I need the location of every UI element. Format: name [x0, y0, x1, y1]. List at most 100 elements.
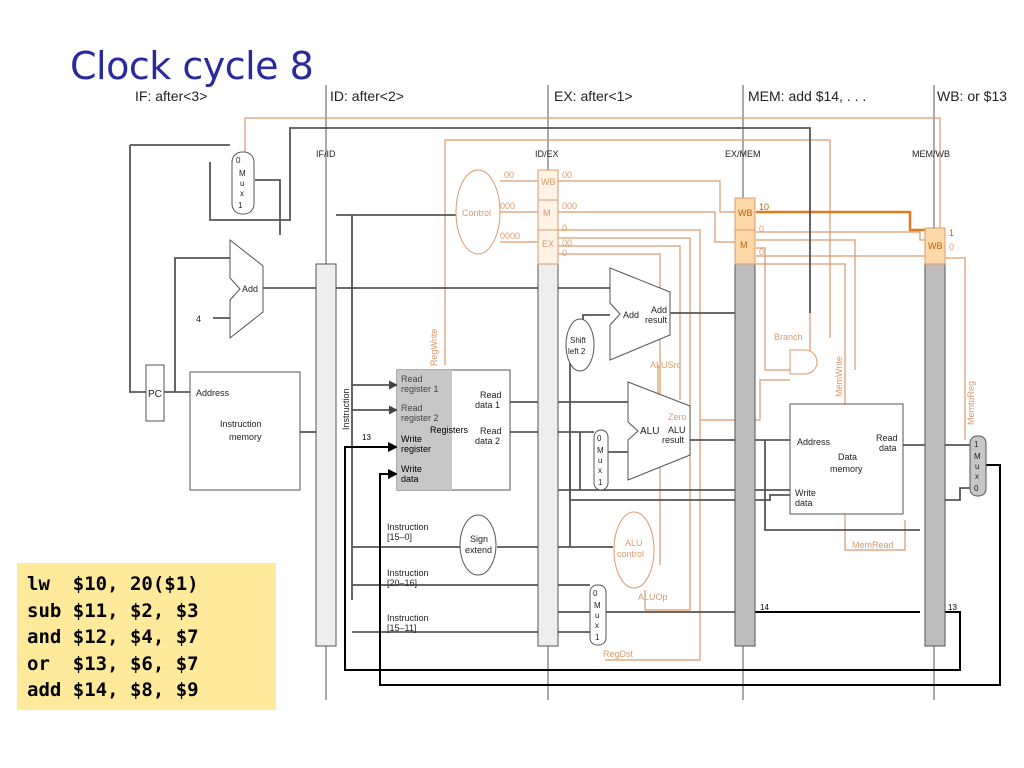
idex-label: ID/EX	[535, 149, 559, 159]
alusrc-label: ALUSrc	[650, 360, 682, 370]
svg-text:data 2: data 2	[475, 436, 500, 446]
memwb-wb-field: WB	[928, 241, 943, 251]
idex-ex-value: 0000	[500, 231, 520, 241]
idex-wb-value: 00	[504, 170, 514, 180]
svg-text:Shift: Shift	[570, 336, 587, 345]
svg-text:result: result	[662, 435, 685, 445]
pc-register: PC	[145, 364, 165, 422]
instruction-label: Instruction	[341, 388, 351, 430]
regwrite-label: RegWrite	[429, 329, 439, 366]
pipeline-register-labels: IF/ID ID/EX EX/MEM MEM/WB	[316, 149, 950, 159]
code-line: or $13, $6, $7	[27, 652, 199, 675]
stage-mem-label: MEM: add $14, . . .	[748, 88, 866, 104]
svg-text:Write: Write	[401, 434, 422, 444]
memwrite-label: MemWrite	[834, 356, 844, 397]
svg-text:register: register	[401, 444, 431, 454]
idex-m-value: 000	[500, 201, 515, 211]
svg-text:Read: Read	[480, 390, 502, 400]
idex-control-block	[537, 169, 559, 265]
control-wiring	[244, 117, 966, 661]
idex-wb-field: WB	[541, 177, 556, 187]
pc-adder: Add	[229, 238, 264, 340]
svg-text:M: M	[239, 169, 246, 178]
svg-text:[15–0]: [15–0]	[387, 532, 412, 542]
control-unit: Control	[455, 169, 501, 255]
svg-text:Address: Address	[797, 437, 831, 447]
idex-register	[537, 263, 559, 647]
svg-text:Sign: Sign	[470, 534, 488, 544]
ex-value-c: 0	[562, 248, 567, 258]
branch-and-gate	[789, 349, 818, 375]
alu-control: ALU control	[613, 511, 655, 589]
svg-text:Registers: Registers	[430, 425, 469, 435]
active-writeback-signal	[756, 210, 925, 232]
svg-text:memory: memory	[229, 432, 262, 442]
reg-number-13: 13	[362, 433, 371, 442]
alu: ALU ALU result Zero	[627, 381, 691, 481]
svg-text:control: control	[617, 549, 644, 559]
svg-text:[15–11]: [15–11]	[387, 623, 416, 633]
memtoreg-mux: 1 M u x 0	[969, 435, 987, 497]
svg-text:0: 0	[593, 589, 598, 598]
datapath-wiring	[129, 127, 970, 633]
svg-text:M: M	[597, 446, 604, 455]
svg-text:x: x	[240, 189, 244, 198]
exmem-label: EX/MEM	[725, 149, 761, 159]
svg-text:0: 0	[974, 484, 979, 493]
data-memory: Address Data memory Read data Write data	[789, 403, 904, 515]
exmem-register	[734, 263, 756, 647]
svg-text:ALU: ALU	[668, 425, 686, 435]
wb-value-1: 1	[949, 228, 954, 238]
instruction-memory: Address Instruction memory	[189, 371, 301, 491]
svg-text:data: data	[879, 443, 897, 453]
exmem-wb-value: 10	[759, 202, 769, 212]
mem-value-b: 0	[759, 247, 764, 257]
mem-value-a: 0	[759, 224, 764, 234]
code-line: sub $11, $2, $3	[27, 599, 199, 622]
pc-mux: 0 M u x 1	[231, 151, 255, 215]
writeback-path	[344, 442, 1001, 686]
svg-text:1: 1	[598, 478, 603, 487]
svg-text:memory: memory	[830, 464, 863, 474]
svg-text:Address: Address	[196, 388, 230, 398]
alusrc-mux: 0 M u x 1	[593, 429, 609, 491]
sign-extend: Sign extend	[459, 514, 497, 576]
memread-label: MemRead	[852, 540, 894, 550]
memwb-label: MEM/WB	[912, 149, 950, 159]
code-line: add $14, $8, $9	[27, 679, 199, 701]
instr-15-11-label: Instruction	[387, 613, 429, 623]
svg-text:u: u	[240, 179, 244, 188]
code-line: and $12, $4, $7	[27, 626, 199, 648]
code-line: lw $10, 20($1)	[27, 573, 199, 595]
instruction-sequence-box: lw $10, 20($1) sub $11, $2, $3 and $12, …	[17, 563, 276, 710]
svg-text:Read: Read	[876, 433, 898, 443]
svg-text:x: x	[598, 466, 602, 475]
stage-wb-label: WB: or $13	[937, 88, 1007, 104]
svg-text:data: data	[795, 498, 813, 508]
svg-text:ALU: ALU	[640, 426, 659, 437]
svg-text:Instruction: Instruction	[220, 419, 262, 429]
exmem-wb-field: WB	[738, 208, 753, 218]
svg-text:result: result	[645, 315, 668, 325]
svg-text:u: u	[975, 462, 979, 471]
regdst-mux: 0 M u x 1	[589, 584, 607, 646]
memwb-register	[924, 263, 946, 647]
exmem-control-block	[734, 197, 756, 265]
instr-20-16-label: Instruction	[387, 568, 429, 578]
svg-text:1: 1	[974, 440, 979, 449]
branch-label: Branch	[774, 332, 803, 342]
svg-text:u: u	[595, 611, 599, 620]
aluop-label: ALUOp	[638, 592, 668, 602]
ex-value-a: 0	[562, 223, 567, 233]
svg-text:data: data	[401, 474, 419, 484]
svg-text:u: u	[598, 456, 602, 465]
stage-ex-label: EX: after<1>	[554, 88, 633, 104]
memtoreg-label: MemtoReg	[966, 381, 976, 425]
svg-text:Control: Control	[462, 208, 491, 218]
svg-text:0: 0	[236, 156, 241, 165]
reg-number-14: 14	[760, 603, 769, 612]
ifid-register	[315, 263, 337, 647]
svg-text:Write: Write	[401, 464, 422, 474]
svg-text:0: 0	[597, 434, 602, 443]
svg-text:M: M	[974, 452, 981, 461]
